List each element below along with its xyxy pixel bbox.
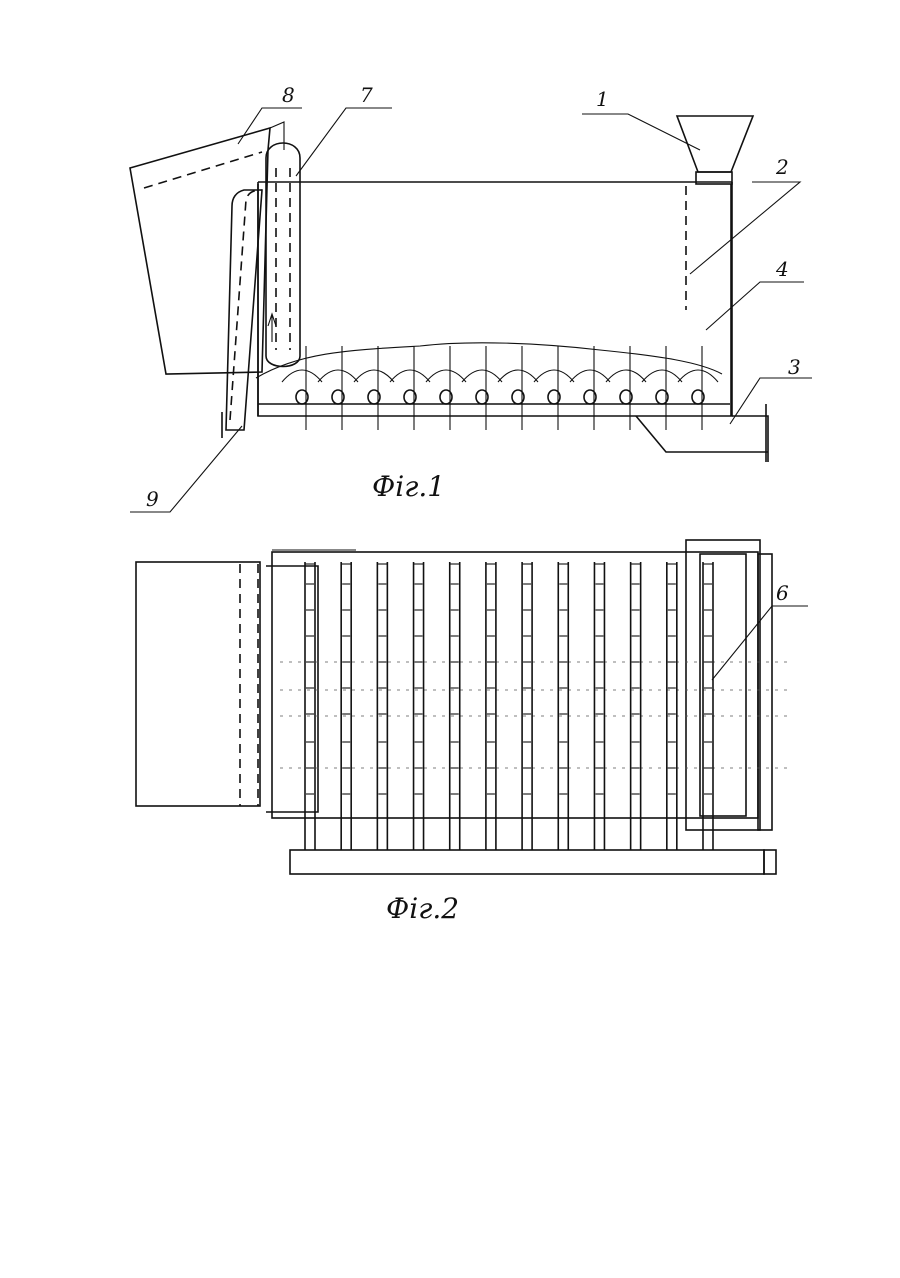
- callout-9: 9: [146, 487, 159, 511]
- pipe-cap: [606, 370, 646, 382]
- collector-manifold: [290, 850, 764, 874]
- callout-8: 8: [282, 83, 295, 107]
- leader-8: [238, 108, 302, 144]
- figure-1-caption: Фiг.1: [372, 470, 445, 503]
- return-pipe: [226, 190, 262, 430]
- chamber-body: [258, 182, 732, 416]
- figure-2: 6 Фiг.2: [136, 540, 808, 925]
- pipe-cap: [678, 370, 718, 382]
- chamber-plan: [272, 552, 758, 818]
- callout-3: 3: [788, 355, 801, 379]
- figure-2-caption: Фiг.2: [386, 892, 459, 925]
- riser-duct: [266, 143, 300, 367]
- callout-6: 6: [776, 581, 789, 605]
- leader-7: [296, 108, 392, 176]
- callout-4: 4: [775, 257, 789, 281]
- receiver-bin: [130, 128, 270, 374]
- flow-arrow-up: [268, 314, 276, 342]
- riser-plan: [266, 566, 318, 812]
- aeration-pipe-row: [282, 346, 718, 430]
- figure-1: 1 2 3 4 7 8 9 Фiг.1: [130, 83, 812, 512]
- callout-1: 1: [596, 87, 609, 111]
- pipe-cap: [642, 370, 682, 382]
- leader-4: [706, 282, 804, 330]
- receiver-plan: [136, 562, 260, 806]
- pipe-cap: [570, 370, 610, 382]
- pipe-cap: [534, 370, 574, 382]
- inlet-frame-inner: [700, 554, 746, 816]
- pipe-cap: [354, 370, 394, 382]
- pipe-cap: [462, 370, 502, 382]
- inlet-frame-plan: [686, 540, 760, 830]
- manifold-end-cap: [764, 850, 776, 874]
- pipe-cap: [426, 370, 466, 382]
- pipe-cap: [390, 370, 430, 382]
- leader-3: [730, 378, 812, 424]
- pipe-cap: [282, 370, 322, 382]
- receiver-dashed-lid: [144, 152, 262, 188]
- callout-7: 7: [360, 83, 373, 107]
- callout-2: 2: [775, 155, 789, 179]
- pipe-cap: [318, 370, 358, 382]
- plan-pipe-array: [305, 562, 713, 850]
- pipe-cap: [498, 370, 538, 382]
